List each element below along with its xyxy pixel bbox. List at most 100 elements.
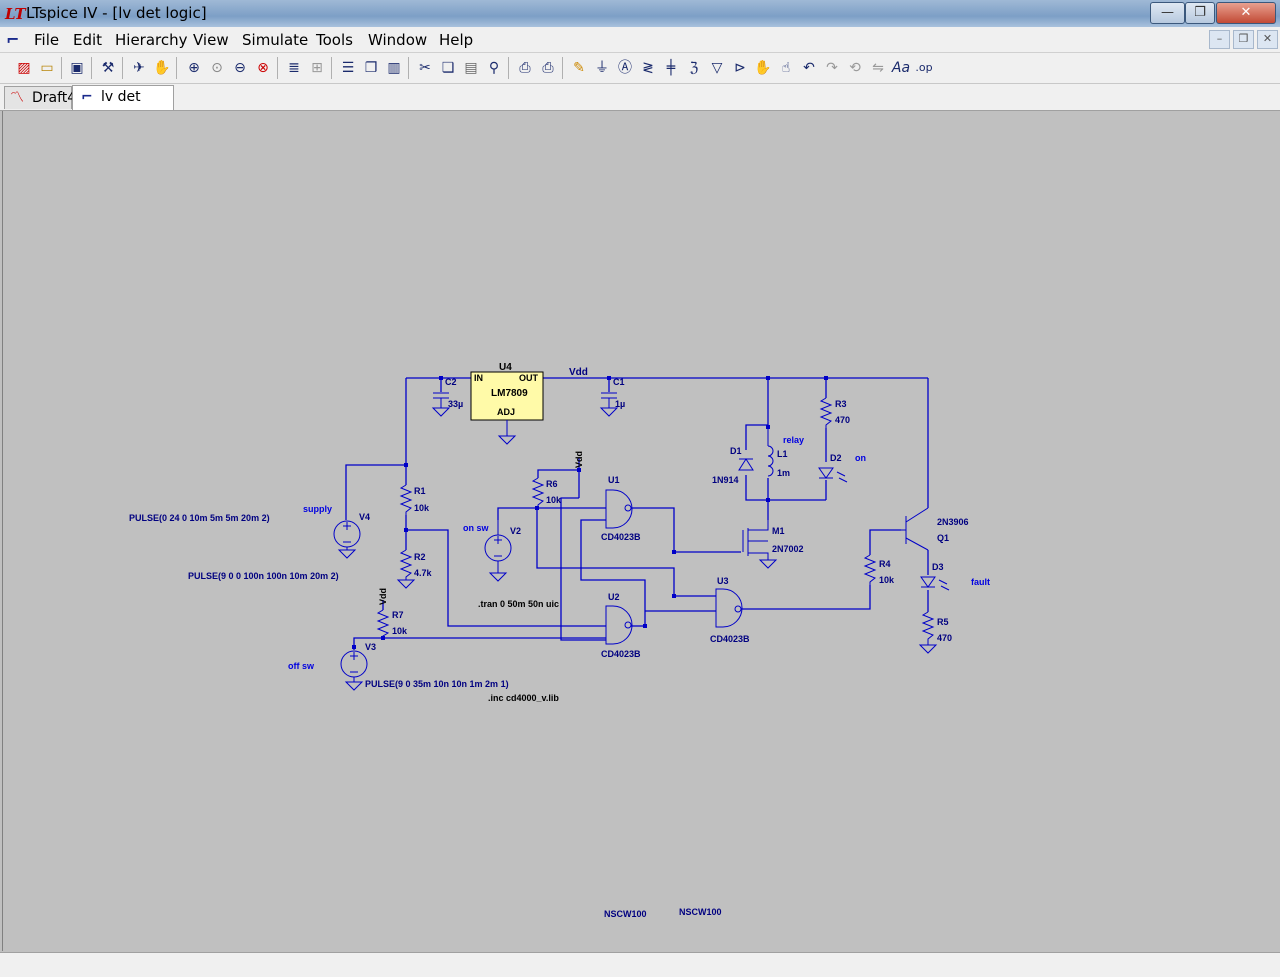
toolbar-separator bbox=[91, 57, 92, 79]
control-panel-icon[interactable]: ⚒ bbox=[101, 60, 115, 76]
mirror-icon[interactable]: ⇋ bbox=[872, 60, 884, 76]
move-icon[interactable]: ✋ bbox=[754, 60, 772, 76]
menu-window[interactable]: Window bbox=[368, 31, 428, 49]
component-icon[interactable]: ⊳ bbox=[734, 60, 746, 76]
tab-bar: 〽 Draft4 ⌐ lv det logic bbox=[0, 84, 1280, 127]
inductor-icon[interactable]: ℨ bbox=[689, 60, 699, 76]
led-d2-icon[interactable] bbox=[818, 467, 848, 483]
zoom-box-icon[interactable]: ⊙ bbox=[211, 60, 223, 76]
cascade-icon[interactable]: ❐ bbox=[364, 60, 378, 76]
schematic-drawing: U4 IN OUT LM7809 ADJ Vdd C2 33µ C1 1µ R1… bbox=[129, 362, 990, 919]
grid-icon[interactable]: ⊞ bbox=[311, 60, 323, 76]
toolbar-separator bbox=[122, 57, 123, 79]
u4-out-pin: OUT bbox=[519, 373, 539, 383]
mdi-minimize-button[interactable]: – bbox=[1209, 30, 1230, 49]
m1-ref: M1 bbox=[772, 526, 785, 536]
open-icon[interactable]: ▭ bbox=[40, 60, 54, 76]
r1-ref: R1 bbox=[414, 486, 426, 496]
resistor-icons[interactable] bbox=[376, 397, 935, 645]
u4-in-pin: IN bbox=[474, 373, 483, 383]
close-button[interactable]: ✕ bbox=[1216, 2, 1276, 24]
menu-edit[interactable]: Edit bbox=[73, 31, 103, 49]
led-d3-icon[interactable] bbox=[920, 576, 950, 591]
d3-ref: D3 bbox=[932, 562, 944, 572]
print-icon[interactable]: ⎙ bbox=[542, 60, 554, 76]
v3-label: off sw bbox=[288, 661, 315, 671]
undo-icon[interactable]: ↶ bbox=[803, 60, 815, 76]
mdi-restore-button[interactable]: ❐ bbox=[1233, 30, 1254, 49]
paste-icon[interactable]: ▤ bbox=[464, 60, 478, 76]
menu-help[interactable]: Help bbox=[439, 31, 474, 49]
capacitor-c2-icon[interactable] bbox=[431, 392, 451, 417]
mosfet-m1-icon[interactable] bbox=[742, 520, 769, 560]
status-bar bbox=[0, 952, 1280, 977]
tile-horizontal-icon[interactable]: ☰ bbox=[341, 60, 355, 76]
capacitor-c1-icon[interactable] bbox=[599, 392, 619, 417]
d3-label: fault bbox=[971, 577, 990, 587]
redo-icon[interactable]: ↷ bbox=[826, 60, 838, 76]
d2-ref: D2 bbox=[830, 453, 842, 463]
label-net-icon[interactable]: Ⓐ bbox=[618, 60, 632, 76]
drag-icon[interactable]: ☝ bbox=[781, 60, 791, 76]
tran-directive[interactable]: .tran 0 50m 50n uic bbox=[478, 599, 559, 609]
vdd-r6-label: Vdd bbox=[574, 451, 584, 468]
bjt-q1-icon[interactable] bbox=[901, 507, 929, 551]
voltage-source-icons[interactable] bbox=[333, 520, 512, 682]
print-setup-icon[interactable]: ⎙ bbox=[519, 60, 531, 76]
zoom-in-icon[interactable]: ⊕ bbox=[188, 60, 200, 76]
d1-value: 1N914 bbox=[712, 475, 739, 485]
tab-lv-det-logic[interactable]: ⌐ lv det logic bbox=[72, 85, 174, 127]
save-icon[interactable]: ▣ bbox=[70, 60, 84, 76]
schematic-canvas[interactable]: U4 IN OUT LM7809 ADJ Vdd C2 33µ C1 1µ R1… bbox=[2, 111, 1279, 951]
find-icon[interactable]: ⚲ bbox=[488, 60, 500, 76]
restore-button[interactable]: ❐ bbox=[1185, 2, 1215, 24]
r6-ref: R6 bbox=[546, 479, 558, 489]
r4-value: 10k bbox=[879, 575, 895, 585]
menu-file[interactable]: File bbox=[34, 31, 60, 49]
spice-directive-icon[interactable]: .op bbox=[915, 61, 933, 74]
schematic-menu-icon[interactable]: ⌐ bbox=[6, 30, 20, 49]
copy-icon[interactable]: ❏ bbox=[441, 60, 455, 76]
run-icon[interactable]: ✈ bbox=[133, 60, 145, 76]
capacitor-icon[interactable]: ╪ bbox=[666, 60, 676, 76]
minimize-button[interactable]: — bbox=[1150, 2, 1185, 24]
v4-label: supply bbox=[303, 504, 332, 514]
mdi-close-button[interactable]: ✕ bbox=[1257, 30, 1278, 49]
toolbar-separator bbox=[408, 57, 409, 79]
text-icon[interactable]: Aa bbox=[891, 60, 911, 76]
ground-icon bbox=[497, 420, 517, 445]
nand-gate-icons[interactable] bbox=[605, 489, 743, 645]
u4-ref: U4 bbox=[499, 362, 512, 373]
diode-icon[interactable]: ▽ bbox=[711, 60, 723, 76]
menu-hierarchy[interactable]: Hierarchy bbox=[115, 31, 188, 49]
u2-ref: U2 bbox=[608, 592, 620, 602]
l1-ref: L1 bbox=[777, 449, 788, 459]
zoom-out-icon[interactable]: ⊖ bbox=[234, 60, 246, 76]
rotate-icon[interactable]: ⟲ bbox=[849, 60, 861, 76]
resistor-icon[interactable]: ≷ bbox=[642, 60, 654, 76]
c1-ref: C1 bbox=[613, 377, 625, 387]
inc-directive[interactable]: .inc cd4000_v.lib bbox=[488, 693, 559, 703]
d2-label: on bbox=[855, 453, 866, 463]
menu-simulate[interactable]: Simulate bbox=[242, 31, 309, 49]
wire-icon[interactable]: ✎ bbox=[573, 60, 585, 76]
r3-ref: R3 bbox=[835, 399, 847, 409]
zoom-fit-icon[interactable]: ⊗ bbox=[257, 60, 269, 76]
d1-ref: D1 bbox=[730, 446, 742, 456]
m1-value: 2N7002 bbox=[772, 544, 804, 554]
menu-tools[interactable]: Tools bbox=[316, 31, 353, 49]
cut-icon[interactable]: ✂ bbox=[419, 60, 431, 76]
new-schematic-icon[interactable]: ▨ bbox=[17, 60, 31, 76]
autorange-icon[interactable]: ≣ bbox=[288, 60, 300, 76]
inductor-l1-icon[interactable] bbox=[767, 425, 774, 477]
lm7809-body[interactable] bbox=[470, 371, 544, 421]
u4-value: LM7809 bbox=[491, 388, 528, 399]
pan-icon[interactable]: ✋ bbox=[153, 60, 171, 76]
ground-icon[interactable]: ⏚ bbox=[595, 60, 609, 76]
r2-ref: R2 bbox=[414, 552, 426, 562]
diode-d1-icon[interactable] bbox=[738, 458, 754, 471]
toolbar-separator bbox=[331, 57, 332, 79]
tile-vertical-icon[interactable]: ▥ bbox=[387, 60, 401, 76]
menu-view[interactable]: View bbox=[193, 31, 229, 49]
tab-draft4[interactable]: 〽 Draft4 bbox=[4, 86, 76, 109]
